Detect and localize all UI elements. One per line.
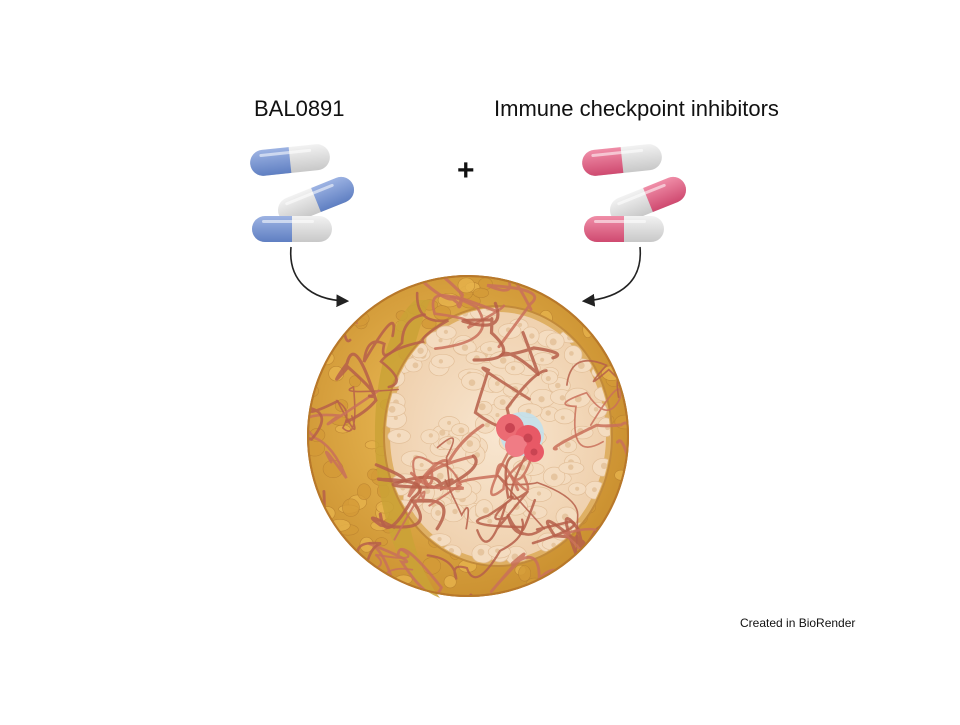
drug-a-capsules [250,144,355,242]
capsule-pill-icon [277,176,355,224]
tumor-cell-cluster [496,412,544,462]
curved-arrow-icon [581,246,641,307]
plus-sign: + [457,154,475,187]
drug-b-label: Immune checkpoint inhibitors [494,96,779,121]
drug-b-capsules [582,144,687,242]
tumor-organoid-sphere-icon [307,275,629,598]
capsule-pill-icon [582,144,662,176]
credit-label: Created in BioRender [740,616,856,630]
curved-arrow-icon [290,246,350,308]
capsule-pill-icon [250,144,330,176]
capsule-pill-icon [584,216,664,242]
drug-a-label: BAL0891 [254,96,345,121]
capsule-pill-icon [252,216,332,242]
capsule-pill-icon [609,176,687,224]
